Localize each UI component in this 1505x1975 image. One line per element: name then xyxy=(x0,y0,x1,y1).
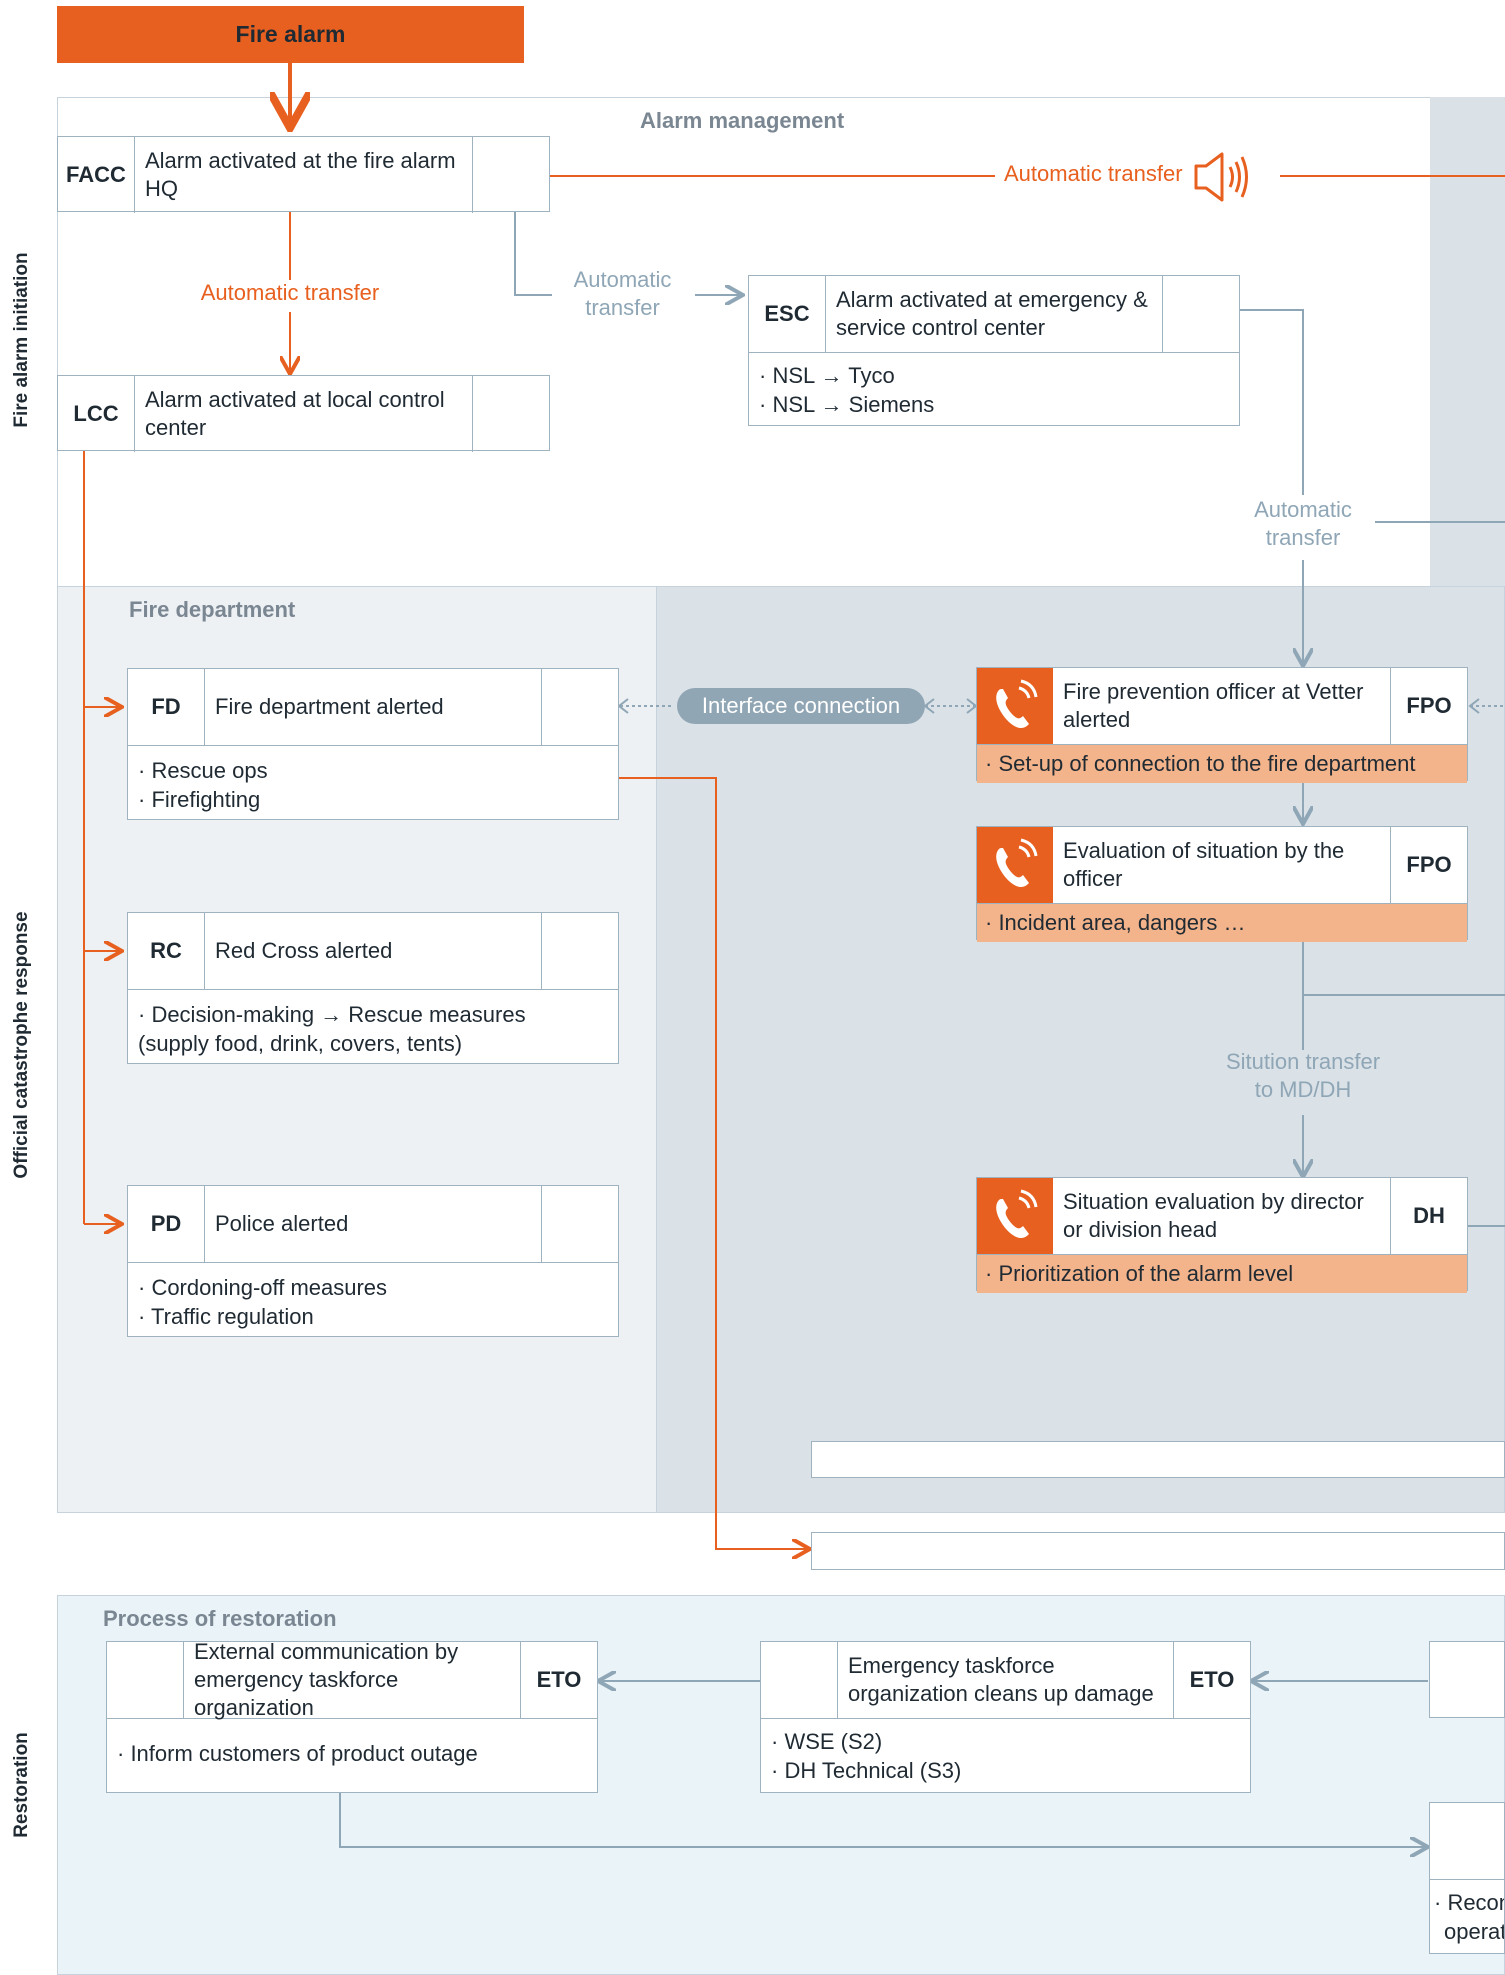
interface-connection-pill: Interface connection xyxy=(677,688,925,724)
lcc-box: LCC Alarm activated at local control cen… xyxy=(57,375,550,452)
dh-code: DH xyxy=(1390,1178,1467,1254)
pd-note-1: · Cordoning-off measures xyxy=(138,1275,388,1300)
dh-note: · Prioritization of the alarm level xyxy=(977,1255,1467,1293)
facc-text: Alarm activated at the fire alarm HQ xyxy=(145,148,456,201)
eto-cleanup-text: Emergency taskforce organization cleans … xyxy=(848,1653,1154,1706)
facc-box: FACC Alarm activated at the fire alarm H… xyxy=(57,136,550,213)
fd-text: Fire department alerted xyxy=(215,694,444,719)
eto-communication-box: External communication by emergency task… xyxy=(106,1639,598,1793)
facc-empty-cell xyxy=(472,137,549,213)
recon-box: · Recon operat xyxy=(1429,1802,1505,1954)
restoration-title: Process of restoration xyxy=(103,1606,337,1631)
lcc-empty-cell xyxy=(472,376,549,452)
phone-icon xyxy=(977,1178,1053,1254)
fd-note-1: · Rescue ops xyxy=(138,758,268,783)
auto-transfer-right-line1: Automatic xyxy=(1254,497,1352,522)
pd-empty-cell xyxy=(541,1186,618,1262)
eto-cleanup-note-2: · DH Technical (S3) xyxy=(771,1758,962,1783)
rc-text: Red Cross alerted xyxy=(215,938,393,963)
pd-box: PD Police alerted · Cordoning-off measur… xyxy=(127,1185,619,1337)
pd-text: Police alerted xyxy=(215,1211,349,1236)
auto-transfer-left-label: Automatic transfer xyxy=(200,280,380,305)
fpo-evaluation-note: · Incident area, dangers … xyxy=(977,904,1467,942)
rc-note-2: (supply food, drink, covers, tents) xyxy=(138,1031,463,1056)
dh-box: Situation evaluation by director or divi… xyxy=(976,1177,1468,1293)
esc-code: ESC xyxy=(749,276,826,352)
fpo-alerted-note: · Set-up of connection to the fire depar… xyxy=(977,745,1467,783)
pd-note-2: · Traffic regulation xyxy=(138,1304,314,1329)
auto-transfer-top-label: Automatic transfer xyxy=(1004,161,1183,186)
auto-transfer-mid-line1: Automatic xyxy=(573,267,672,292)
rc-code: RC xyxy=(128,913,205,989)
esc-note-2: · NSL → Siemens xyxy=(759,392,935,417)
interface-connection-label: Interface connection xyxy=(701,693,901,718)
esc-box: ESC Alarm activated at emergency & servi… xyxy=(748,275,1240,426)
eto-cleanup-note-1: · WSE (S2) xyxy=(771,1729,883,1754)
lcc-text: Alarm activated at local control center xyxy=(145,387,445,440)
auto-transfer-mid-label: Automatic transfer xyxy=(555,266,690,322)
eto-communication-text: External communication by emergency task… xyxy=(194,1639,459,1720)
eto-cleanup-empty-cell xyxy=(761,1642,838,1718)
recon-note-2: operat xyxy=(1444,1919,1505,1944)
phone-icon xyxy=(977,827,1053,903)
auto-transfer-right-label: Automatic transfer xyxy=(1238,496,1368,552)
empty-bar-transition xyxy=(811,1532,1505,1570)
dh-text: Situation evaluation by director or divi… xyxy=(1063,1189,1364,1242)
rc-box: RC Red Cross alerted · Decision-making →… xyxy=(127,912,619,1064)
fd-box: FD Fire department alerted · Rescue ops … xyxy=(127,668,619,820)
eto-communication-code: ETO xyxy=(520,1642,597,1718)
pd-code: PD xyxy=(128,1186,205,1262)
phone-icon xyxy=(977,668,1053,744)
fpo-alerted-code: FPO xyxy=(1390,668,1467,744)
situation-transfer-line1: Sitution transfer xyxy=(1225,1049,1381,1074)
situation-transfer-line2: to MD/DH xyxy=(1254,1077,1352,1102)
auto-transfer-mid-line2: transfer xyxy=(585,295,660,320)
auto-transfer-right-line2: transfer xyxy=(1265,525,1341,550)
alarm-management-title: Alarm management xyxy=(640,108,845,133)
rc-empty-cell xyxy=(541,913,618,989)
fpo-evaluation-box: Evaluation of situation by the officer F… xyxy=(976,826,1468,942)
alarm-management-right-panel xyxy=(1430,97,1505,587)
rc-note-1: · Decision-making → Rescue measures xyxy=(138,1002,526,1027)
esc-text: Alarm activated at emergency & service c… xyxy=(836,287,1148,340)
fire-department-title: Fire department xyxy=(129,597,296,622)
fire-alarm-banner-label: Fire alarm xyxy=(235,21,346,47)
fd-note-2: · Firefighting xyxy=(138,787,261,812)
esc-empty-cell xyxy=(1162,276,1239,352)
recon-note-1: · Recon xyxy=(1434,1890,1505,1915)
lcc-code: LCC xyxy=(58,376,135,452)
eto-communication-empty-cell xyxy=(107,1642,184,1718)
fd-empty-cell xyxy=(541,669,618,745)
partial-box-top-right xyxy=(1429,1641,1505,1718)
empty-bar-response xyxy=(811,1441,1505,1478)
fpo-alerted-text: Fire prevention officer at Vetter alerte… xyxy=(1063,679,1364,732)
esc-note-1: · NSL → Tyco xyxy=(759,363,895,388)
facc-code: FACC xyxy=(58,137,135,213)
eto-cleanup-box: Emergency taskforce organization cleans … xyxy=(760,1641,1251,1793)
speaker-icon xyxy=(1192,150,1252,204)
fpo-evaluation-text: Evaluation of situation by the officer xyxy=(1063,838,1345,891)
eto-cleanup-code: ETO xyxy=(1173,1642,1250,1718)
fpo-alerted-box: Fire prevention officer at Vetter alerte… xyxy=(976,667,1468,783)
situation-transfer-label: Sitution transfer to MD/DH xyxy=(1210,1048,1396,1104)
fpo-evaluation-code: FPO xyxy=(1390,827,1467,903)
fd-code: FD xyxy=(128,669,205,745)
fire-alarm-banner: Fire alarm xyxy=(57,6,524,63)
eto-communication-note-1: · Inform customers of product outage xyxy=(117,1741,478,1766)
